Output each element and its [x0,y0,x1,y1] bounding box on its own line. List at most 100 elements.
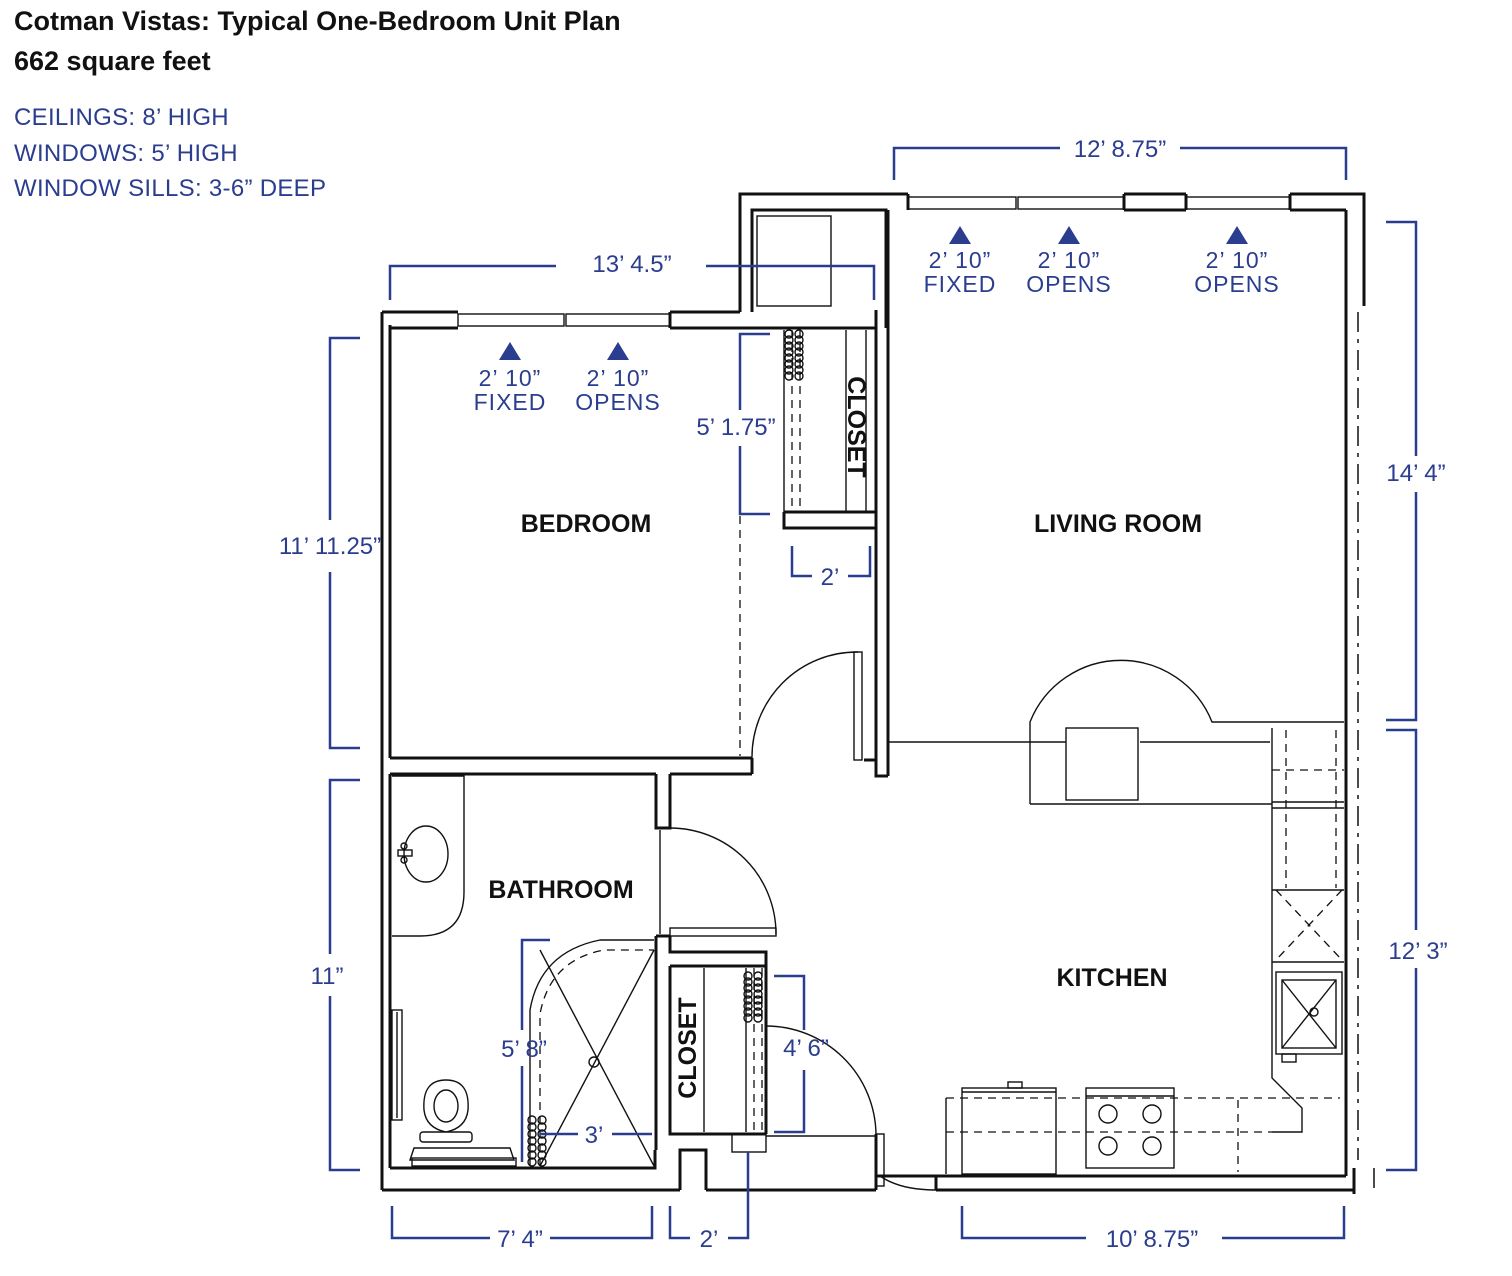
door-sweep [879,1175,937,1191]
vanity-counter [392,775,465,937]
living-window-2-type: OPENS [1026,271,1112,297]
hanger-ring [784,347,794,357]
hall-closet-top-wall [668,936,768,968]
faucet [397,849,413,857]
dim-kitchen-depth: 12’ 3” [1388,938,1447,965]
dim-line [520,938,550,1030]
dim-hall-closet-depth: 4’ 6” [783,1035,829,1062]
dim-line [668,1206,690,1240]
hanger-ring [794,359,804,369]
hanger-ring [794,371,804,381]
hanger-ring [743,989,753,999]
hanger-ring [527,1157,537,1167]
window-marker [607,342,629,360]
hanger-ring [794,329,804,339]
room-label-bathroom: BATHROOM [488,876,633,904]
hanger-ring [753,989,763,999]
bedroom-window-2-type: OPENS [575,389,661,415]
hanger-ring [743,983,753,993]
dim-bedroom-depth: 11’ 11.25” [279,533,381,560]
shower-drain [588,1056,600,1068]
hanger-ring [794,341,804,351]
dim-shower-width: 3’ [585,1122,604,1149]
hanger-ring [784,335,794,345]
hanger-ring [527,1122,537,1132]
dim-line [848,546,872,578]
dim-shower-length: 5’ 8” [501,1036,547,1063]
living-window-opens-2 [1185,196,1291,210]
bedroom-door [853,651,863,761]
dim-line [728,1152,750,1240]
toilet-seat [433,1089,459,1123]
bathroom-door-swing [669,827,777,935]
bathroom-door [669,927,777,937]
bedroom-window-opens [565,313,671,327]
faucet-handle [400,856,408,864]
window-marker [1058,226,1080,244]
shaft-inner-wall [750,208,888,328]
kitchen-sink [1275,971,1343,1055]
hanger-ring [753,995,763,1005]
hanger-ring [784,329,794,339]
hanger-ring [537,1143,547,1153]
bar-stool-area [1065,727,1139,801]
bottom-notch [678,1148,708,1190]
floor-trim [411,1157,517,1167]
towel-bar [391,1009,403,1121]
dim-line [774,974,806,1030]
closet-bottom-wall [782,512,876,530]
sink-slope [1281,979,1337,1049]
shower-curtain-track [529,939,654,1166]
partition-end [864,758,888,778]
shower-curtain-rings [527,1115,547,1167]
living-window-1-type: FIXED [924,271,997,297]
window-marker [499,342,521,360]
sink-faucet [1281,1053,1297,1063]
sink-drain [1309,1007,1319,1017]
dim-line [774,1070,806,1134]
interior-walls [390,210,938,1191]
hanger-ring [527,1115,537,1125]
hanger-ring [784,365,794,375]
plan-area: 662 square feet [14,46,211,76]
hanger-ring [753,977,763,987]
closet-hangers-bedroom [784,329,804,381]
hanger-ring [794,347,804,357]
dimension-lines: 12’ 8.75” 13’ 4.5” 11’ 11.25” 5’ 1.75” 2… [279,136,1448,1253]
room-label-bedroom: BEDROOM [521,510,652,538]
dim-line [328,336,360,520]
dim-line [1386,728,1418,930]
dim-line [390,1206,490,1240]
hanger-ring [753,983,763,993]
dim-line [328,778,360,954]
toilet-bowl [423,1079,469,1133]
breakfast-bar [1029,659,1344,804]
spec-ceilings: CEILINGS: 8’ HIGH [14,104,229,131]
living-window-2-size: 2’ 10” [1038,247,1101,273]
bedroom-window-1-type: FIXED [474,389,547,415]
dim-living-depth: 14’ 4” [1386,460,1445,487]
living-window-1-size: 2’ 10” [929,247,992,273]
dim-line [388,264,556,300]
burner [1142,1104,1162,1124]
hanger-ring [743,995,753,1005]
hanger-ring [537,1122,547,1132]
spec-window-sills: WINDOW SILLS: 3-6” DEEP [14,175,327,202]
dim-bedroom-width: 13’ 4.5” [592,251,671,278]
dim-hall-closet-width: 2’ [700,1226,719,1253]
sink [403,825,449,883]
hanger-ring [743,1007,753,1017]
dim-line [1386,220,1418,456]
bedroom-window-2-size: 2’ 10” [587,365,650,391]
bedroom-door-swing [751,651,859,759]
dim-line [1386,968,1418,1172]
hanger-ring [743,971,753,981]
dim-bathroom-width: 7’ 4” [497,1226,543,1253]
right-counter [1271,728,1303,1133]
faucet-handle [400,842,408,850]
burner [1098,1104,1118,1124]
closet-hangers-hall [743,971,763,1023]
dim-kitchen-width: 10’ 8.75” [1106,1226,1199,1253]
bath-bottom-wall [390,1150,657,1170]
hanger-ring [527,1150,537,1160]
